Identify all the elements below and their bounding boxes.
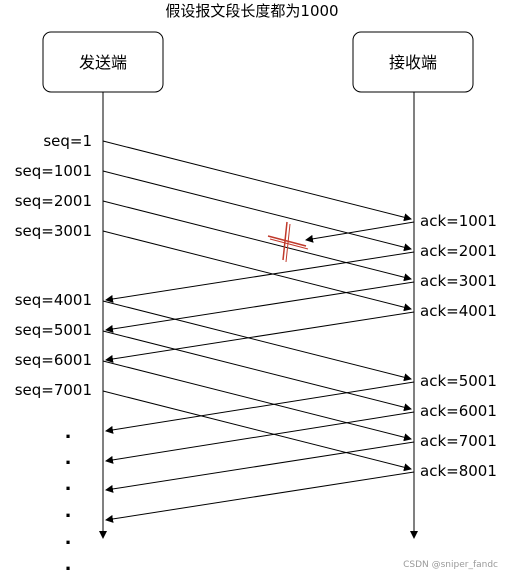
lost-packet-cross-icon — [267, 221, 309, 263]
ack-label: ack=4001 — [420, 302, 497, 320]
ack-label: ack=1001 — [420, 212, 497, 230]
data-arrow — [102, 300, 412, 382]
seq-label: seq=7001 — [15, 381, 92, 399]
data-segments — [102, 140, 412, 472]
sender-box: 发送端 — [42, 31, 164, 93]
watermark-text: CSDN @sniper_fandc — [403, 560, 498, 570]
seq-label: seq=6001 — [15, 351, 92, 369]
sender-label: 发送端 — [79, 53, 127, 72]
data-arrow — [102, 360, 412, 442]
data-arrow — [102, 390, 412, 472]
continuation-dot: . — [65, 448, 72, 469]
ack-arrow — [105, 471, 415, 523]
receiver-box: 接收端 — [352, 31, 474, 93]
ack-label: ack=6001 — [420, 402, 497, 420]
ack-label: ack=5001 — [420, 372, 497, 390]
seq-label: seq=2001 — [15, 192, 92, 210]
ack-arrow — [105, 411, 415, 464]
data-arrow — [102, 230, 412, 312]
seq-label: seq=5001 — [15, 321, 92, 339]
diagram-title: 假设报文段长度都为1000 — [165, 2, 338, 20]
ack-label: ack=3001 — [420, 272, 497, 290]
ack-label: ack=7001 — [420, 432, 497, 450]
lost-ack-arrow — [305, 221, 415, 243]
continuation-dot: . — [65, 501, 72, 522]
continuation-dot: . — [65, 554, 72, 575]
data-arrow — [102, 140, 412, 222]
data-arrow — [102, 170, 412, 252]
seq-label: seq=4001 — [15, 291, 92, 309]
ack-label: ack=8001 — [420, 462, 497, 480]
ack-arrow — [105, 311, 415, 363]
ack-segments — [105, 221, 415, 523]
ack-arrow — [105, 251, 415, 303]
data-arrow — [102, 200, 412, 282]
receiver-label: 接收端 — [389, 53, 437, 72]
continuation-dot: . — [65, 528, 72, 549]
seq-label: seq=1 — [43, 132, 92, 150]
ack-arrow — [105, 441, 415, 493]
seq-label: seq=3001 — [15, 222, 92, 240]
ack-label: ack=2001 — [420, 242, 497, 260]
ack-arrow — [105, 381, 415, 434]
continuation-dot: . — [65, 474, 72, 495]
data-arrow — [102, 330, 412, 412]
ack-arrow — [105, 281, 415, 333]
seq-label: seq=1001 — [15, 162, 92, 180]
continuation-dot: . — [65, 422, 72, 443]
